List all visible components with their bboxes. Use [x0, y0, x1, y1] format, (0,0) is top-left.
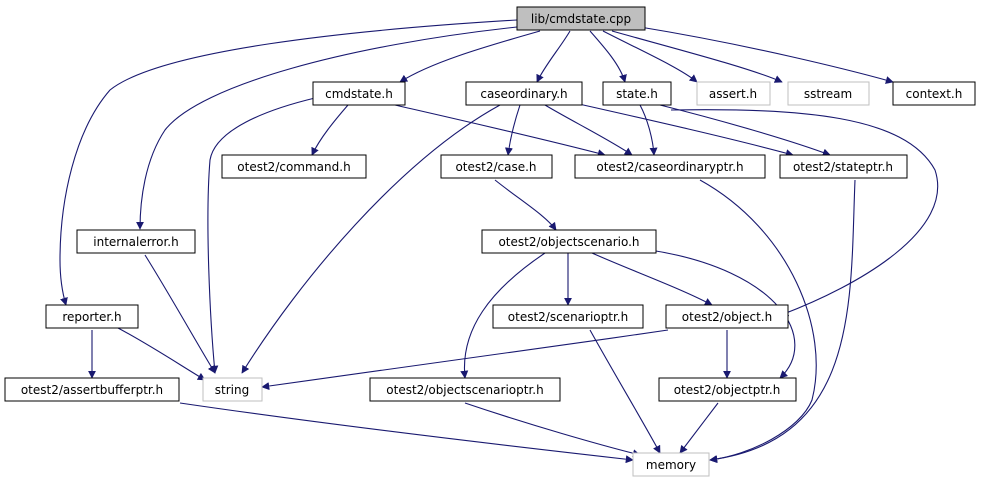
node-label: caseordinary.h [480, 87, 567, 101]
node-label: otest2/assertbufferptr.h [21, 383, 163, 397]
edge-state-h-to-caseordinaryptr-h [639, 104, 658, 156]
node-otest2-objectscenario-h[interactable]: otest2/objectscenario.h [481, 229, 657, 254]
node-label: context.h [906, 87, 963, 101]
edge-caseordinary-h-to-case-h [504, 104, 521, 156]
edge-cmdstate-cpp-to-internalerror-h [136, 26, 518, 230]
node-label: memory [646, 458, 696, 472]
node-label: string [215, 383, 249, 397]
node-group: lib/cmdstate.cpp cmdstate.h caseordinary… [4, 6, 976, 477]
node-label: cmdstate.h [325, 87, 393, 101]
node-state-h[interactable]: state.h [602, 81, 672, 106]
node-otest2-objectscenarioptr-h[interactable]: otest2/objectscenarioptr.h [369, 377, 561, 402]
edge-cmdstate-cpp-to-state-h [589, 30, 627, 83]
node-otest2-object-h[interactable]: otest2/object.h [665, 304, 789, 329]
node-label: otest2/stateptr.h [793, 160, 893, 174]
node-otest2-scenarioptr-h[interactable]: otest2/scenarioptr.h [492, 304, 644, 329]
node-label: otest2/scenarioptr.h [508, 310, 628, 324]
node-label: reporter.h [62, 310, 121, 324]
node-label: otest2/case.h [455, 160, 536, 174]
node-otest2-stateptr-h[interactable]: otest2/stateptr.h [779, 154, 908, 179]
edge-cmdstate-cpp-to-context-h [639, 26, 894, 84]
edge-caseordinary-h-to-string [241, 104, 501, 374]
edge-internalerror-h-to-string [144, 254, 216, 374]
node-otest2-objectptr-h[interactable]: otest2/objectptr.h [658, 377, 797, 402]
edge-cmdstate-h-to-caseordinaryptr-h [394, 104, 606, 158]
node-label: assert.h [709, 87, 757, 101]
node-label: otest2/caseordinaryptr.h [596, 160, 743, 174]
edge-caseordinary-h-to-caseordinaryptr-h [544, 104, 633, 156]
edge-cmdstate-cpp-to-reporter-h [59, 19, 518, 306]
node-context-h[interactable]: context.h [892, 81, 976, 106]
node-reporter-h[interactable]: reporter.h [45, 304, 139, 329]
node-label: sstream [804, 87, 852, 101]
node-otest2-assertbufferptr-h[interactable]: otest2/assertbufferptr.h [4, 377, 180, 402]
edge-cmdstate-cpp-to-cmdstate-h [399, 30, 541, 83]
edge-case-h-to-objectscenario-h [494, 179, 557, 231]
node-otest2-caseordinaryptr-h[interactable]: otest2/caseordinaryptr.h [574, 154, 766, 179]
edge-caseordinary-h-to-stateptr-h [569, 101, 794, 157]
node-label: state.h [616, 87, 658, 101]
node-memory[interactable]: memory [632, 452, 710, 477]
edge-objectscenario-h-to-objectscenarioptr-h [460, 252, 546, 379]
node-assert-h[interactable]: assert.h [696, 81, 771, 106]
edge-object-h-to-string [261, 329, 669, 391]
node-label: internalerror.h [93, 235, 178, 249]
edge-cmdstate-cpp-to-assert-h [602, 30, 698, 83]
edge-stateptr-h-to-memory [709, 179, 856, 464]
edge-state-h-to-object-h [670, 109, 939, 317]
node-internalerror-h[interactable]: internalerror.h [76, 229, 196, 254]
edge-caseordinaryptr-h-to-memory [699, 179, 817, 464]
node-otest2-command-h[interactable]: otest2/command.h [221, 154, 367, 179]
node-lib-cmdstate-cpp[interactable]: lib/cmdstate.cpp [516, 6, 646, 31]
edge-state-h-to-stateptr-h [659, 104, 831, 157]
node-string[interactable]: string [202, 377, 263, 402]
edge-reporter-h-to-string [117, 327, 206, 381]
node-caseordinary-h[interactable]: caseordinary.h [465, 81, 583, 106]
node-label: otest2/objectscenario.h [498, 235, 639, 249]
edge-scenarioptr-h-to-memory [589, 329, 661, 454]
edge-assertbufferptr-h-to-memory [179, 402, 634, 464]
node-sstream[interactable]: sstream [787, 81, 870, 106]
edge-cmdstate-h-to-command-h [311, 104, 349, 156]
edge-cmdstate-h-to-string [207, 97, 316, 374]
node-otest2-case-h[interactable]: otest2/case.h [440, 154, 553, 179]
edge-objectscenario-h-to-object-h [591, 252, 713, 306]
edge-cmdstate-cpp-to-sstream [611, 30, 783, 83]
edge-cmdstate-cpp-to-caseordinary-h [536, 30, 571, 83]
edge-objectptr-h-to-memory [679, 402, 719, 454]
edge-objectscenarioptr-h-to-memory [464, 402, 641, 458]
node-label: otest2/objectptr.h [674, 383, 781, 397]
node-label: otest2/command.h [237, 160, 350, 174]
node-label: otest2/object.h [682, 310, 772, 324]
node-cmdstate-h[interactable]: cmdstate.h [312, 81, 406, 106]
node-label: lib/cmdstate.cpp [531, 12, 631, 26]
node-label: otest2/objectscenarioptr.h [386, 383, 543, 397]
